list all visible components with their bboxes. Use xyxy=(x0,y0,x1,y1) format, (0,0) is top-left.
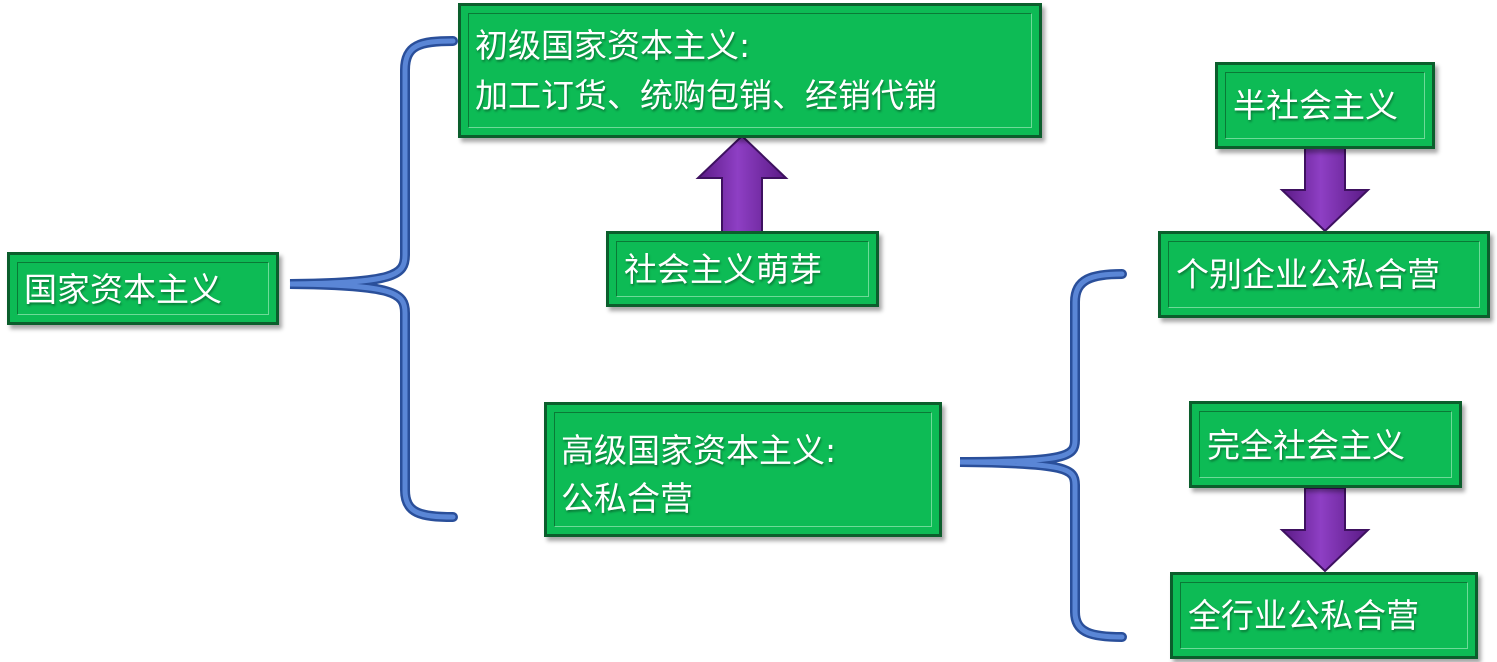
root-node-label: 国家资本主义 xyxy=(24,270,222,309)
full-socialist-label: 完全社会主义 xyxy=(1207,426,1405,465)
down-arrow-top xyxy=(1279,147,1371,233)
advanced-title: 高级国家资本主义: xyxy=(561,431,837,470)
individual-jv-node: 个别企业公私合营 xyxy=(1158,231,1490,318)
sprout-label: 社会主义萌芽 xyxy=(624,250,822,289)
right-bracket xyxy=(959,269,1127,642)
up-arrow xyxy=(695,134,789,233)
full-socialist-node: 完全社会主义 xyxy=(1189,401,1462,488)
semi-socialist-label: 半社会主义 xyxy=(1233,86,1398,125)
socialism-sprout-node: 社会主义萌芽 xyxy=(606,231,879,307)
root-node: 国家资本主义 xyxy=(7,252,279,325)
primary-state-capitalism-node: 初级国家资本主义: 加工订货、统购包销、经销代销 xyxy=(458,3,1042,138)
industry-jv-label: 全行业公私合营 xyxy=(1188,596,1419,635)
primary-forms: 加工订货、统购包销、经销代销 xyxy=(475,76,937,115)
advanced-state-capitalism-node: 高级国家资本主义: 公私合营 xyxy=(544,402,942,537)
down-arrow-bottom xyxy=(1279,487,1371,573)
industry-jv-node: 全行业公私合营 xyxy=(1170,572,1478,659)
left-bracket xyxy=(289,36,458,522)
individual-jv-label: 个别企业公私合营 xyxy=(1176,255,1440,294)
semi-socialist-node: 半社会主义 xyxy=(1215,62,1435,149)
advanced-form: 公私合营 xyxy=(561,479,693,518)
primary-title: 初级国家资本主义: xyxy=(475,26,751,65)
